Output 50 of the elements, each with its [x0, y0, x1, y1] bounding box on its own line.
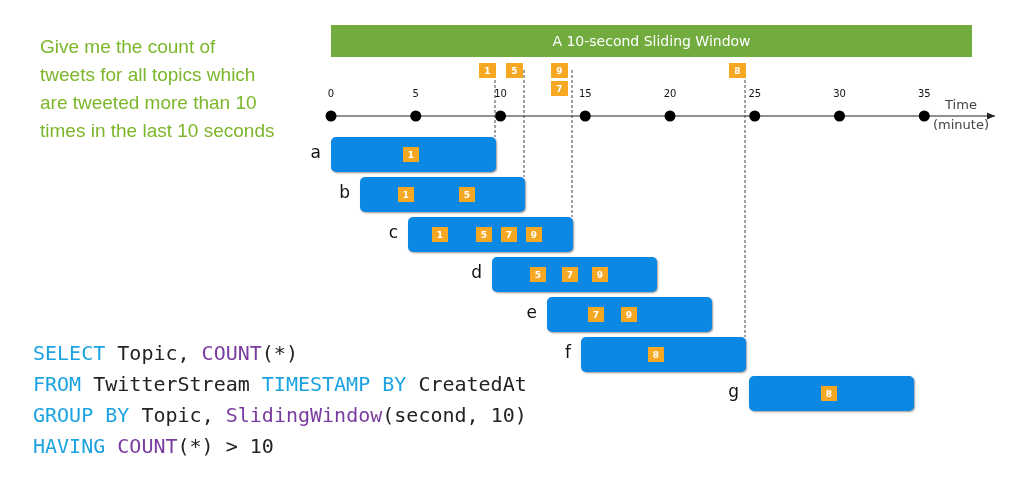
code-line: FROM TwitterStream TIMESTAMP BY CreatedAt: [33, 372, 527, 396]
window-bar: [492, 257, 657, 292]
question-text: Give me the count of tweets for all topics which are tweeted more than 10 times in the last 10 seconds: [40, 35, 275, 143]
window-bar: [749, 376, 914, 411]
window-letter: e: [526, 302, 537, 322]
window-letter: a: [310, 142, 321, 162]
tick-label: 15: [577, 88, 593, 99]
tick-label: 0: [326, 88, 336, 99]
event-marker: 8: [821, 386, 837, 401]
window-banner: A 10-second Sliding Window: [331, 25, 972, 57]
window-letter: d: [471, 262, 482, 282]
event-marker: 8: [729, 63, 746, 78]
event-marker: 5: [459, 187, 475, 202]
window-bar: [408, 217, 573, 252]
event-marker: 1: [479, 63, 496, 78]
window-bar: [331, 137, 496, 172]
event-marker: 9: [526, 227, 542, 242]
tick-label: 35: [916, 88, 932, 99]
window-letter: g: [728, 381, 739, 401]
code-line: GROUP BY Topic, SlidingWindow(second, 10): [33, 403, 527, 427]
event-marker: 7: [562, 267, 578, 282]
window-bar: [581, 337, 746, 372]
event-marker: 8: [648, 347, 664, 362]
window-letter: c: [388, 222, 398, 242]
event-marker: 7: [501, 227, 517, 242]
window-bar: [360, 177, 525, 212]
event-marker: 1: [398, 187, 414, 202]
guide-line: [523, 69, 525, 178]
tick-label: 20: [662, 88, 678, 99]
axis-title: Time (minute): [932, 96, 990, 134]
window-letter: b: [339, 182, 350, 202]
event-marker: 9: [592, 267, 608, 282]
code-line: HAVING COUNT(*) > 10: [33, 434, 274, 458]
window-bar: [547, 297, 712, 332]
event-marker: 1: [403, 147, 419, 162]
tick-label: 10: [493, 88, 508, 99]
tick-label: 30: [832, 88, 847, 99]
code-line: SELECT Topic, COUNT(*): [33, 341, 298, 365]
event-marker: 1: [432, 227, 448, 242]
guide-line: [571, 69, 573, 218]
event-marker: 7: [551, 81, 568, 96]
event-marker: 7: [588, 307, 604, 322]
event-marker: 5: [476, 227, 492, 242]
tick-label: 5: [411, 88, 420, 99]
tick-label: 25: [747, 88, 763, 99]
event-marker: 9: [621, 307, 637, 322]
window-letter: f: [565, 342, 571, 362]
event-marker: 5: [506, 63, 523, 78]
event-marker: 5: [530, 267, 546, 282]
event-marker: 9: [551, 63, 568, 78]
